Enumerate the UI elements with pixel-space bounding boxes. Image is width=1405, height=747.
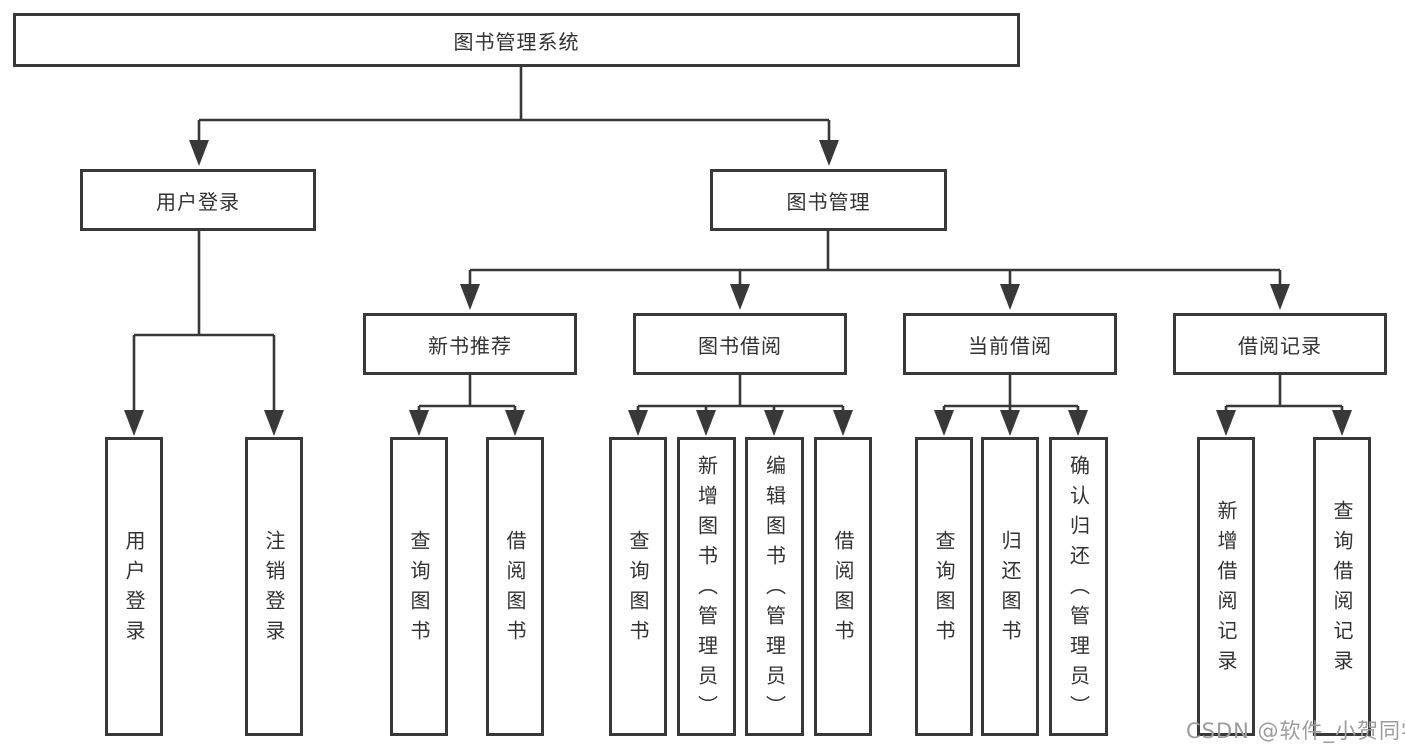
leaf-add-borrow-record: 新增借阅记录 xyxy=(1197,437,1255,736)
leaf-return-book: 归还图书 xyxy=(981,437,1039,736)
node-group-book-borrow: 图书借阅 xyxy=(633,313,847,375)
leaf-query-book-3: 查询图书 xyxy=(915,437,973,736)
leaf-logout: 注销登录 xyxy=(245,437,303,736)
csdn-watermark: CSDN @软件_小贺同学 xyxy=(1186,719,1405,743)
node-user-login: 用户登录 xyxy=(80,169,316,231)
leaf-query-book-2: 查询图书 xyxy=(609,437,667,736)
leaf-borrow-book-2: 借阅图书 xyxy=(814,437,872,736)
node-root: 图书管理系统 xyxy=(13,13,1020,67)
arrowheads xyxy=(124,140,1352,436)
leaf-query-borrow-record: 查询借阅记录 xyxy=(1313,437,1371,736)
leaf-edit-book-admin: 编辑图书（管理员） xyxy=(745,437,804,736)
node-group-borrow-records: 借阅记录 xyxy=(1173,313,1387,375)
node-group-current-borrow: 当前借阅 xyxy=(903,313,1117,375)
leaf-confirm-return-admin: 确认归还（管理员） xyxy=(1049,437,1108,736)
leaf-query-book-1: 查询图书 xyxy=(390,437,448,736)
node-book-manage: 图书管理 xyxy=(710,169,947,231)
node-group-new-book-recommend: 新书推荐 xyxy=(363,313,577,375)
leaf-borrow-book-1: 借阅图书 xyxy=(486,437,544,736)
leaf-add-book-admin: 新增图书（管理员） xyxy=(677,437,736,736)
leaf-user-login: 用户登录 xyxy=(105,437,163,736)
